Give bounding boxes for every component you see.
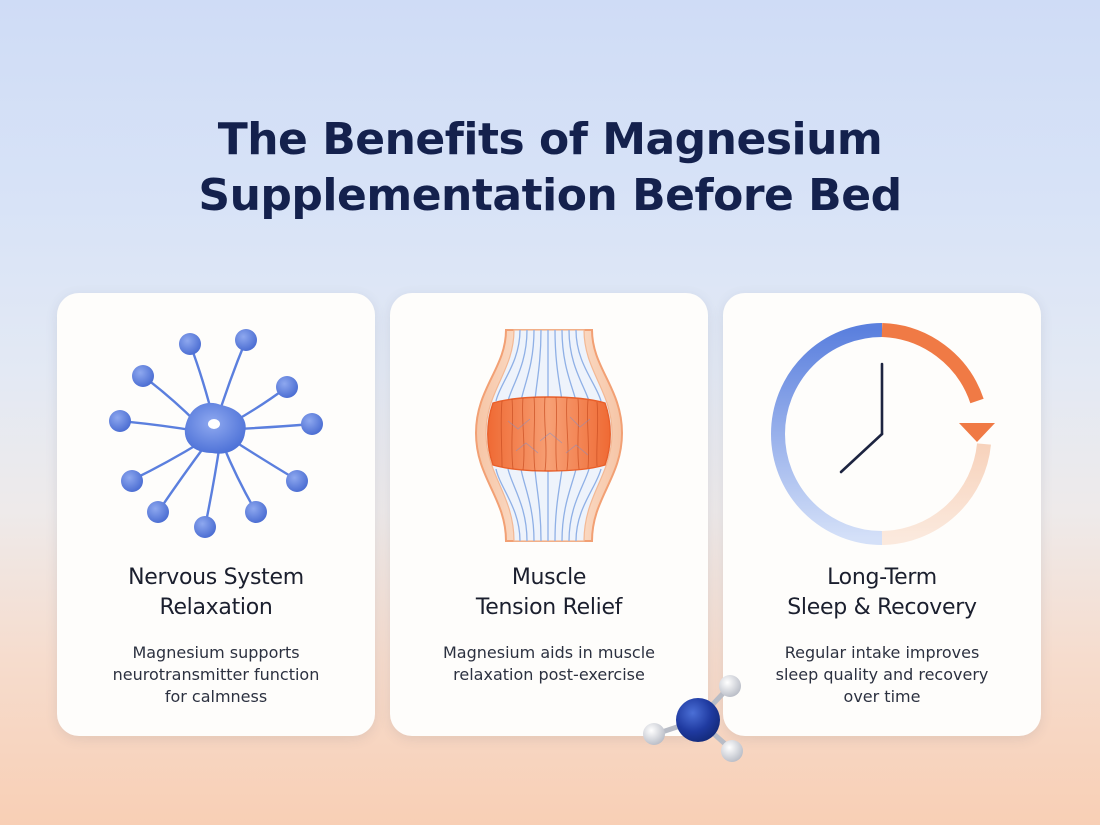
card-heading: Nervous System Relaxation xyxy=(57,563,375,623)
card-heading-line: Relaxation xyxy=(159,595,273,620)
molecule-icon xyxy=(643,675,743,762)
title-line-1: The Benefits of Magnesium xyxy=(217,114,883,165)
card-heading-line: Nervous System xyxy=(128,565,304,590)
card-description-line: Regular intake improves xyxy=(784,643,980,662)
card-description-line: Magnesium aids in muscle xyxy=(443,643,655,662)
page-title: The Benefits of Magnesium Supplementatio… xyxy=(0,112,1100,224)
card-description-line: relaxation post-exercise xyxy=(453,665,645,684)
clock-cycle-icon xyxy=(771,323,995,545)
muscle-fiber-icon xyxy=(474,329,624,542)
card-description-line: sleep quality and recovery xyxy=(775,665,989,684)
benefit-card-muscle-tension: Muscle Tension Relief Magnesium aids in … xyxy=(390,293,708,736)
card-heading: Muscle Tension Relief xyxy=(390,563,708,623)
title-line-2: Supplementation Before Bed xyxy=(198,170,902,221)
card-description-line: for calmness xyxy=(164,687,268,706)
card-description-line: over time xyxy=(843,687,921,706)
clock-arc-peach xyxy=(881,443,991,545)
benefit-card-sleep-recovery: Long-Term Sleep & Recovery Regular intak… xyxy=(723,293,1041,736)
neuron-icon xyxy=(109,329,323,538)
card-heading-line: Muscle xyxy=(511,565,587,590)
card-description-line: Magnesium supports xyxy=(132,643,300,662)
card-description: Magnesium supports neurotransmitter func… xyxy=(57,642,375,708)
card-heading-line: Long-Term xyxy=(827,565,937,590)
card-heading-line: Sleep & Recovery xyxy=(787,595,977,620)
clock-arc-orange xyxy=(881,323,984,404)
card-description-line: neurotransmitter function xyxy=(112,665,320,684)
card-description: Magnesium aids in muscle relaxation post… xyxy=(390,642,708,686)
arrow-head-icon xyxy=(959,423,995,442)
benefit-card-nervous-system: Nervous System Relaxation Magnesium supp… xyxy=(57,293,375,736)
clock-arc-blue xyxy=(771,323,883,545)
card-heading-line: Tension Relief xyxy=(475,595,623,620)
card-description: Regular intake improves sleep quality an… xyxy=(723,642,1041,708)
card-heading: Long-Term Sleep & Recovery xyxy=(723,563,1041,623)
